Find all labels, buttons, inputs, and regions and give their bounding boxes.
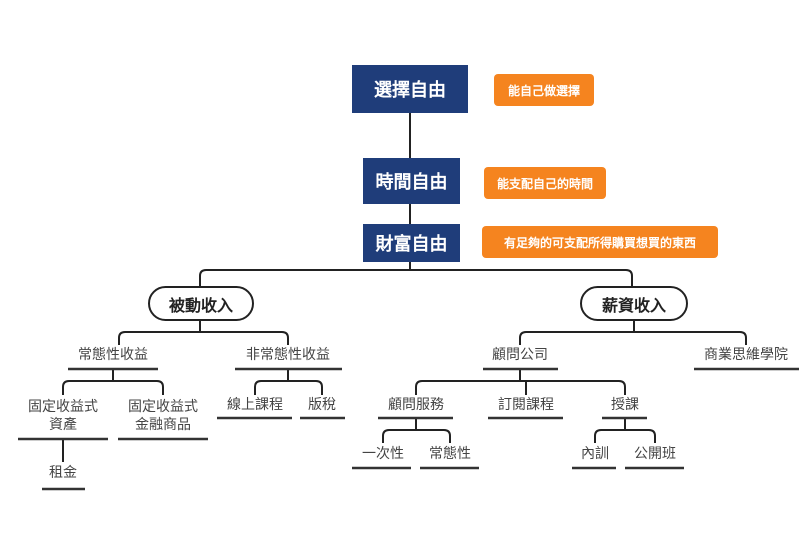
regular-income-node: 常態性收益 xyxy=(78,347,148,363)
choice-note: 能自己做選擇 xyxy=(494,74,594,106)
choice-freedom-box: 選擇自由 xyxy=(352,65,468,113)
online-course-node: 線上課程 xyxy=(227,397,283,413)
consulting-service-node: 顧問服務 xyxy=(388,397,444,413)
time-note: 能支配自己的時間 xyxy=(484,167,606,199)
wealth-note: 有足夠的可支配所得購買想買的東西 xyxy=(482,226,718,258)
consulting-company-node: 顧問公司 xyxy=(492,347,548,363)
royalty-node: 版稅 xyxy=(308,397,336,413)
fixed-assets-node: 固定收益式資產 xyxy=(28,398,98,434)
internal-training-node: 內訓 xyxy=(581,446,609,462)
subscription-course-node: 訂閱課程 xyxy=(498,397,554,413)
irregular-income-node: 非常態性收益 xyxy=(246,347,330,363)
public-class-node: 公開班 xyxy=(634,446,676,462)
label-line: 金融商品 xyxy=(135,417,191,433)
fixed-finance-node: 固定收益式金融商品 xyxy=(128,398,198,434)
label-line: 固定收益式 xyxy=(28,399,98,415)
wealth-freedom-box: 財富自由 xyxy=(363,224,460,262)
recurring-node: 常態性 xyxy=(429,446,471,462)
time-freedom-box: 時間自由 xyxy=(363,158,460,204)
label-line: 固定收益式 xyxy=(128,399,198,415)
label-line: 資產 xyxy=(49,417,77,433)
teaching-node: 授課 xyxy=(611,397,639,413)
rent-node: 租金 xyxy=(49,465,77,481)
one-time-node: 一次性 xyxy=(362,446,404,462)
salary-income-node: 薪資收入 xyxy=(580,286,688,321)
academy-node: 商業思維學院 xyxy=(704,347,788,363)
passive-income-node: 被動收入 xyxy=(148,286,254,321)
